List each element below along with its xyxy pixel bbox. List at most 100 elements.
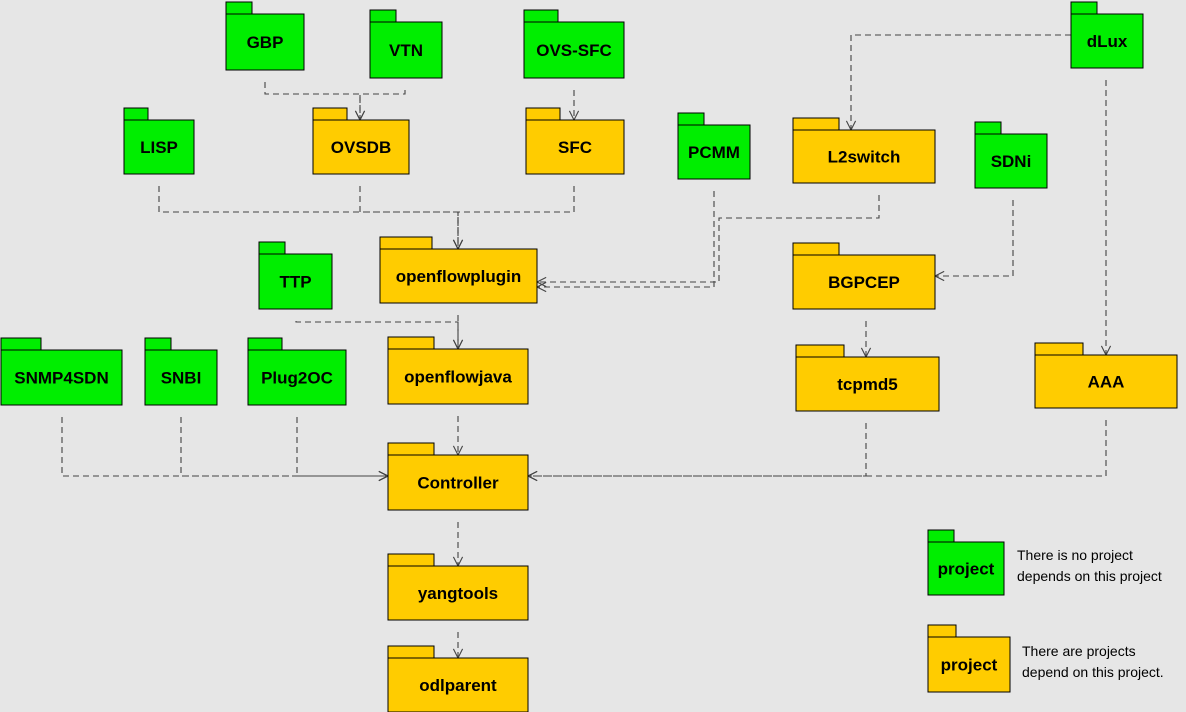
legend-swatch-leaf: project [927, 529, 1005, 596]
dependency-arrow-sdni-to-bgpcep [935, 200, 1014, 276]
package-tab [0, 337, 42, 351]
package-label: Controller [417, 474, 499, 493]
package-body [387, 657, 529, 712]
package-label: yangtools [418, 584, 498, 603]
package-tab [144, 337, 172, 351]
package-body [369, 21, 443, 79]
package-body [1034, 354, 1178, 409]
dependency-edges [61, 34, 1107, 658]
package-body [379, 248, 538, 304]
package-body [795, 356, 940, 412]
dependency-arrow-aaa-to-controller [528, 420, 1107, 476]
package-tab [369, 9, 397, 23]
legend-description: There is no project [1017, 547, 1133, 563]
legend-description: depends on this project [1017, 568, 1162, 584]
dependency-arrow-ttp-to-openflowjava [295, 321, 458, 349]
package-label: SFC [558, 138, 592, 157]
package-tab [927, 624, 957, 638]
package-body [225, 13, 305, 71]
package-l2switch: L2switch [792, 117, 936, 184]
package-ttp: TTP [258, 241, 333, 310]
package-controller: Controller [387, 442, 529, 511]
package-label: SNMP4SDN [14, 369, 108, 388]
package-tab [677, 112, 705, 126]
package-plug2oc: Plug2OC [247, 337, 347, 406]
package-body [974, 133, 1048, 189]
dependency-arrow-plug2oc-to-controller [296, 417, 388, 476]
package-pcmm: PCMM [677, 112, 751, 180]
package-body [387, 565, 529, 621]
package-tab [795, 344, 845, 358]
package-tab [312, 107, 348, 121]
legend-description: There are projects [1022, 643, 1136, 659]
package-body [312, 119, 410, 175]
dependency-arrow-dlux-to-l2switch [851, 34, 1071, 130]
package-sdni: SDNi [974, 121, 1048, 189]
package-odlparent: odlparent [387, 645, 529, 712]
package-label: SDNi [991, 152, 1032, 171]
package-tab [974, 121, 1002, 135]
package-body [387, 348, 529, 405]
package-body [0, 349, 123, 406]
package-body [927, 541, 1005, 596]
package-tab [387, 336, 435, 350]
package-aaa: AAA [1034, 342, 1178, 409]
package-body [1070, 13, 1144, 69]
package-body [258, 253, 333, 310]
package-tab [927, 529, 955, 543]
package-lisp: LISP [123, 107, 195, 175]
package-tab [247, 337, 283, 351]
package-label: AAA [1088, 373, 1125, 392]
package-body [123, 119, 195, 175]
package-label: GBP [247, 33, 284, 52]
package-label: BGPCEP [828, 273, 900, 292]
legend-description: depend on this project. [1022, 664, 1164, 680]
package-tab [792, 242, 840, 256]
package-body [523, 21, 625, 79]
dependency-arrow-snmp4sdn-to-controller [61, 417, 388, 476]
package-body [927, 636, 1011, 693]
package-label: odlparent [419, 676, 497, 695]
package-label: project [941, 656, 998, 675]
package-label: LISP [140, 138, 178, 157]
package-label: OVS-SFC [536, 41, 612, 60]
package-dlux: dLux [1070, 1, 1144, 69]
package-ovs-sfc: OVS-SFC [523, 9, 625, 79]
package-label: VTN [389, 41, 423, 60]
package-body [677, 124, 751, 180]
package-gbp: GBP [225, 1, 305, 71]
package-body [525, 119, 625, 175]
dependency-arrow-pcmm-to-openflowplugin [537, 191, 715, 287]
package-label: L2switch [828, 148, 901, 167]
package-label: dLux [1087, 32, 1128, 51]
package-yangtools: yangtools [387, 553, 529, 621]
legend: project There is no project depends on thi… [927, 529, 1164, 693]
package-tab [387, 442, 435, 456]
package-body [387, 454, 529, 511]
package-label: OVSDB [331, 138, 391, 157]
package-tab [258, 241, 286, 255]
package-ovsdb: OVSDB [312, 107, 410, 175]
package-tab [792, 117, 840, 131]
package-tab [1070, 1, 1098, 15]
dependency-arrow-sfc-to-openflowplugin [458, 186, 575, 249]
legend-swatch-depended: project [927, 624, 1011, 693]
package-label: openflowjava [404, 368, 512, 387]
package-label: tcpmd5 [837, 375, 897, 394]
package-tab [123, 107, 149, 121]
package-tab [387, 645, 435, 659]
package-body [247, 349, 347, 406]
package-label: TTP [279, 273, 311, 292]
dependency-arrow-vtn-to-ovsdb [360, 90, 406, 120]
package-openflowplugin: openflowplugin [379, 236, 538, 304]
package-body [144, 349, 218, 406]
package-body [792, 129, 936, 184]
package-tab [525, 107, 561, 121]
dependency-arrow-l2switch-to-openflowplugin [537, 195, 880, 282]
package-label: PCMM [688, 143, 740, 162]
package-sfc: SFC [525, 107, 625, 175]
package-label: project [938, 560, 995, 579]
package-openflowjava: openflowjava [387, 336, 529, 405]
